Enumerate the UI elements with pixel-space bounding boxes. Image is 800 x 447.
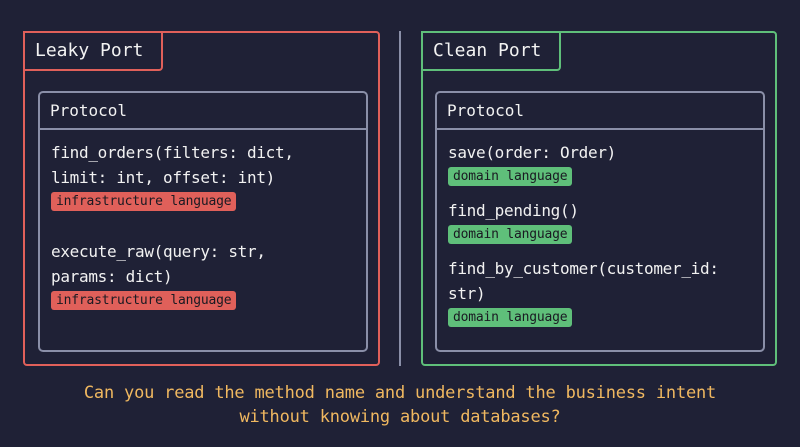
method-item: find_orders(filters: dict, limit: int, o… [51, 140, 356, 211]
method-signature: find_pending() [448, 201, 579, 220]
divider [399, 31, 401, 366]
method-item: find_pending() domain language [448, 198, 753, 244]
clean-port-title: Clean Port [421, 31, 561, 71]
leaky-protocol-label: Protocol [40, 93, 366, 130]
caption-line-2: without knowing about databases? [239, 407, 561, 427]
domain-badge: domain language [448, 225, 573, 244]
method-signature: execute_raw(query: str, params: dict) [51, 242, 266, 286]
caption: Can you read the method name and underst… [0, 381, 800, 429]
infrastructure-badge: infrastructure language [51, 291, 237, 310]
caption-line-1: Can you read the method name and underst… [83, 383, 717, 403]
clean-protocol-label: Protocol [437, 93, 763, 130]
method-item: save(order: Order) domain language [448, 140, 753, 186]
method-item: find_by_customer(customer_id: str) domai… [448, 256, 753, 327]
clean-port-panel: Clean Port Protocol save(order: Order) d… [421, 31, 777, 366]
infrastructure-badge: infrastructure language [51, 192, 237, 211]
method-item: execute_raw(query: str, params: dict) in… [51, 239, 356, 310]
clean-protocol-box: Protocol save(order: Order) domain langu… [435, 91, 765, 352]
method-signature: find_orders(filters: dict, limit: int, o… [51, 143, 294, 187]
domain-badge: domain language [448, 167, 573, 186]
method-signature: save(order: Order) [448, 143, 616, 162]
domain-badge: domain language [448, 308, 573, 327]
leaky-port-title: Leaky Port [23, 31, 163, 71]
leaky-protocol-box: Protocol find_orders(filters: dict, limi… [38, 91, 368, 352]
method-signature: find_by_customer(customer_id: str) [448, 259, 719, 303]
leaky-port-panel: Leaky Port Protocol find_orders(filters:… [23, 31, 380, 366]
